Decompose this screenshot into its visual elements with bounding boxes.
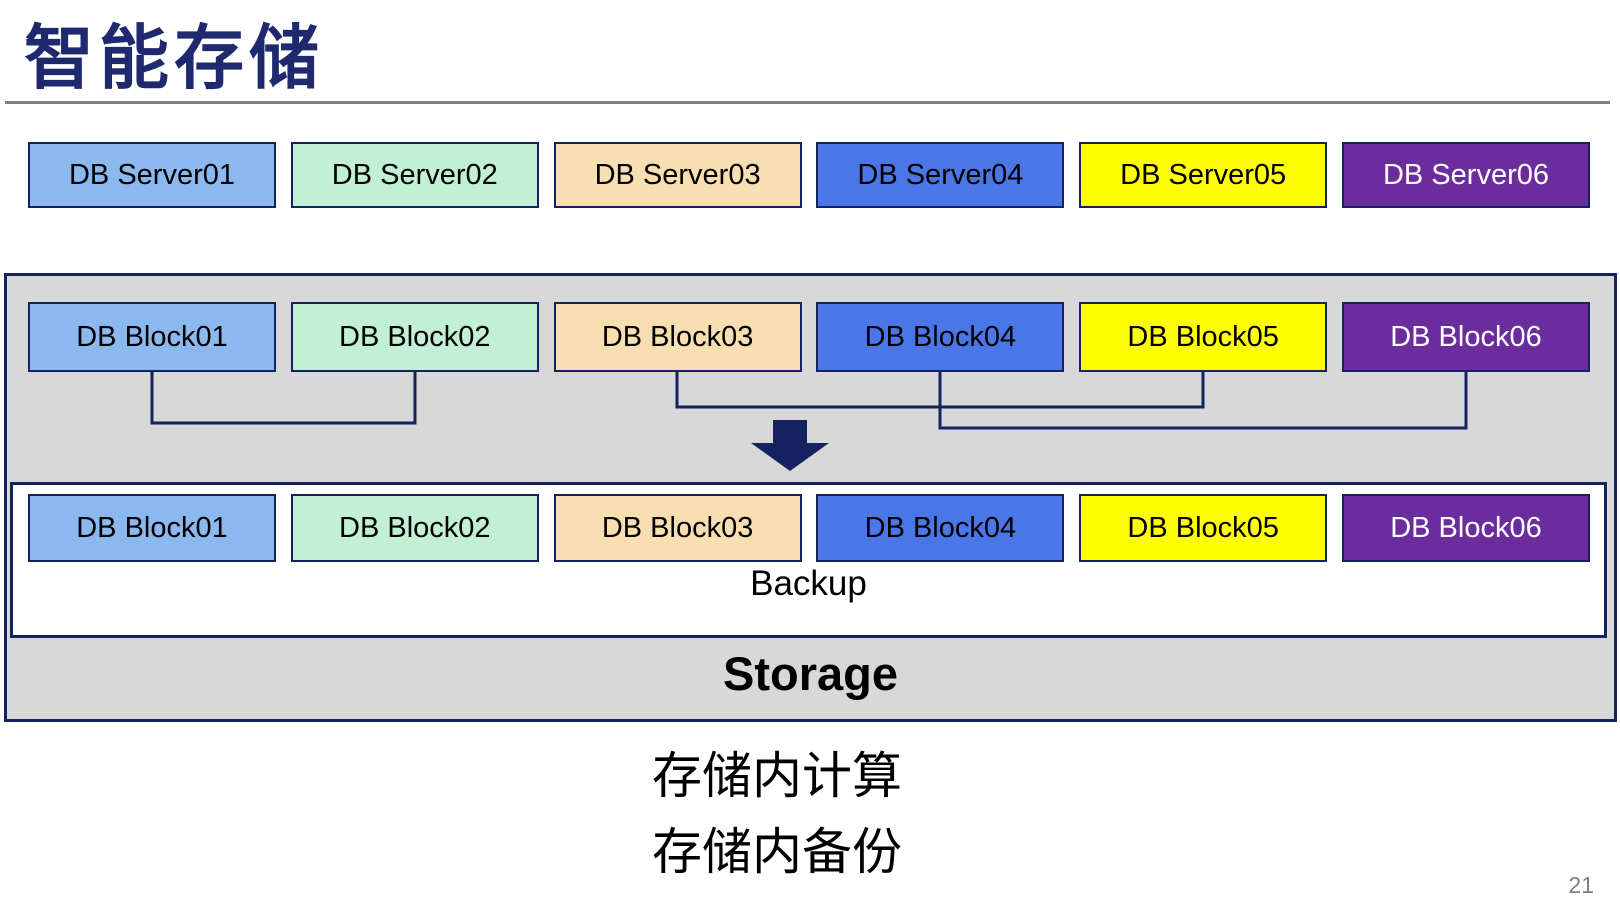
backup-box <box>10 482 1607 638</box>
db-server-box-2: DB Server02 <box>290 142 539 208</box>
db-server-box-3: DB Server03 <box>553 142 802 208</box>
db-block-backup-3: DB Block03 <box>553 494 802 562</box>
db-server-box-4: DB Server04 <box>816 142 1065 208</box>
db-block-backup-2: DB Block02 <box>290 494 539 562</box>
caption-line-2: 存储内备份 <box>652 824 902 880</box>
db-block-backup-5: DB Block05 <box>1079 494 1328 562</box>
db-block-backup-4: DB Block04 <box>816 494 1065 562</box>
caption-text: 存储内计算 存储内备份 <box>652 738 902 890</box>
page-number: 21 <box>1568 872 1594 898</box>
db-block-source-4: DB Block04 <box>816 302 1065 372</box>
db-block-source-1: DB Block01 <box>28 302 276 372</box>
db-block-source-2: DB Block02 <box>290 302 539 372</box>
backup-label: Backup <box>750 564 867 603</box>
db-server-box-6: DB Server06 <box>1341 142 1590 208</box>
db-block-backup-1: DB Block01 <box>28 494 276 562</box>
page-title: 智能存储 <box>24 19 324 97</box>
db-server-row: DB Server01 DB Server02 DB Server03 DB S… <box>28 142 1590 208</box>
db-block-row-source: DB Block01 DB Block02 DB Block03 DB Bloc… <box>28 302 1590 372</box>
storage-label: Storage <box>723 647 898 700</box>
db-server-box-5: DB Server05 <box>1079 142 1328 208</box>
db-block-source-5: DB Block05 <box>1079 302 1328 372</box>
title-divider <box>5 101 1610 104</box>
db-server-box-1: DB Server01 <box>28 142 276 208</box>
db-block-source-6: DB Block06 <box>1341 302 1590 372</box>
db-block-source-3: DB Block03 <box>553 302 802 372</box>
db-block-row-backup: DB Block01 DB Block02 DB Block03 DB Bloc… <box>28 494 1590 562</box>
db-block-backup-6: DB Block06 <box>1341 494 1590 562</box>
caption-line-1: 存储内计算 <box>652 748 902 804</box>
